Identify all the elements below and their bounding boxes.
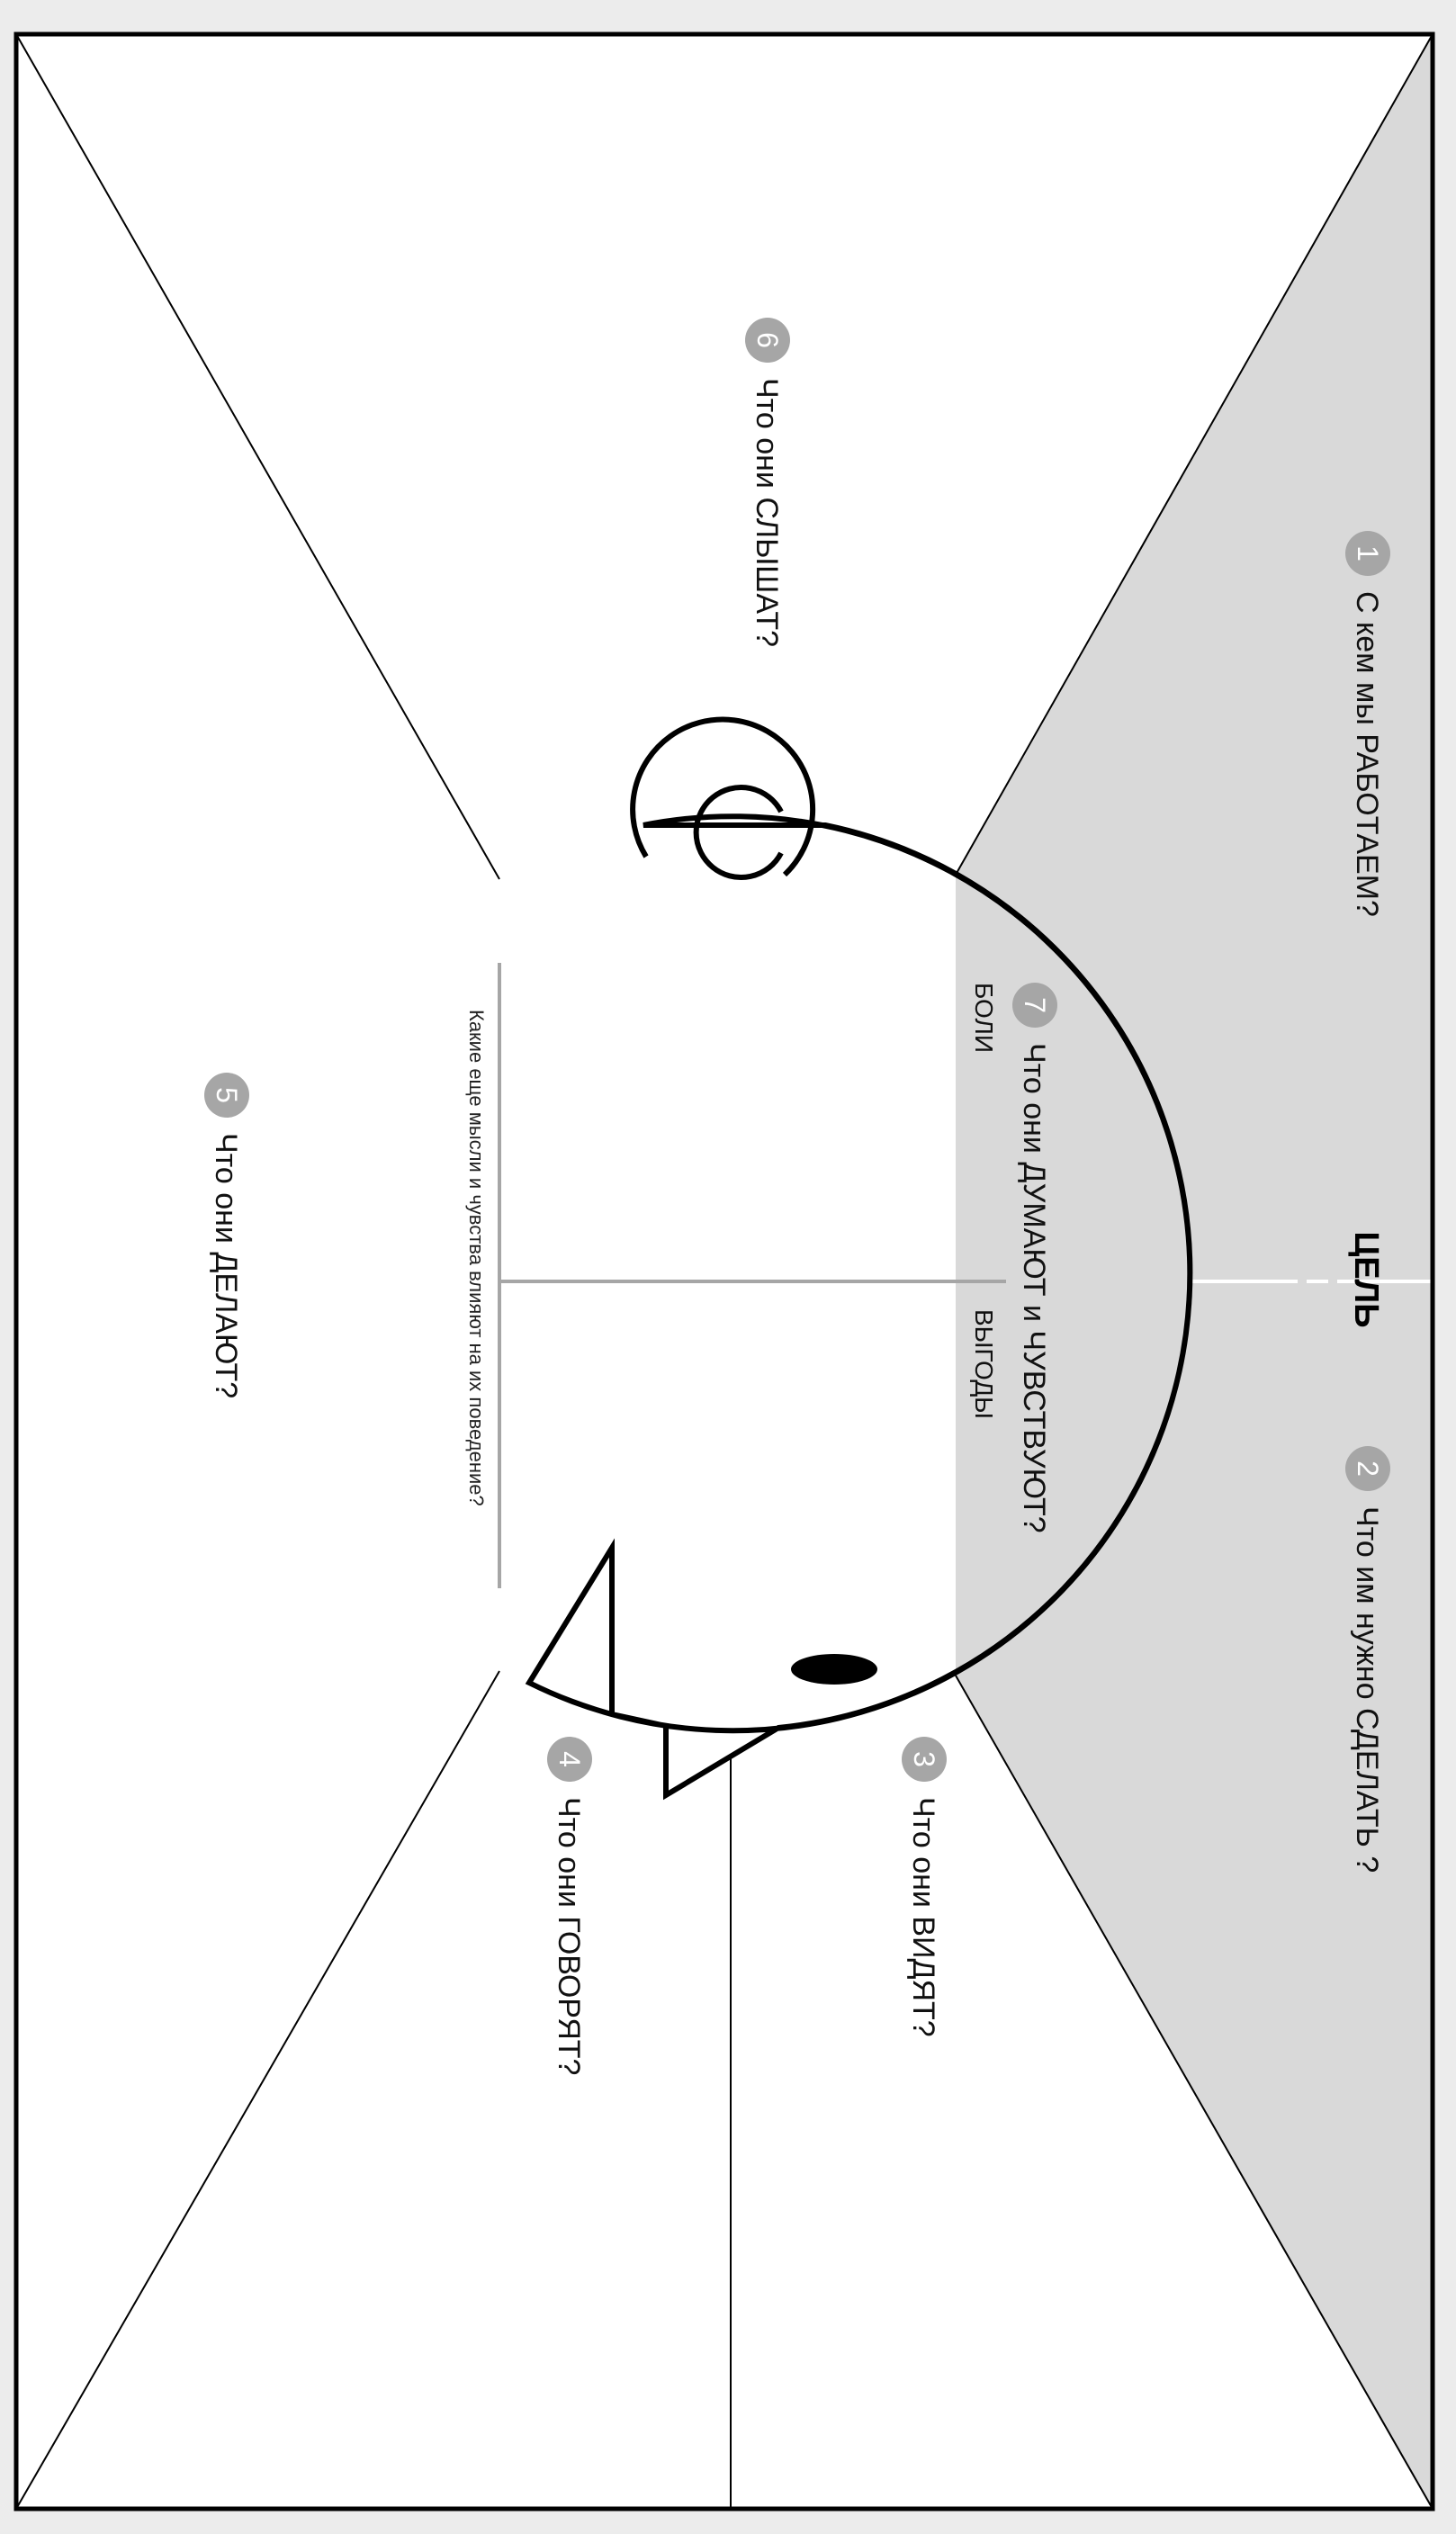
section-4-badge xyxy=(547,1737,592,1782)
section-3-number: 3 xyxy=(908,1751,940,1767)
pains-label-group: БОЛИ xyxy=(970,983,998,1053)
section-5-number: 5 xyxy=(211,1087,243,1103)
prompt-group: Какие еще мысли и чувства влияют на их п… xyxy=(465,1010,488,1506)
pains-label: БОЛИ xyxy=(970,983,998,1053)
gains-label-group: ВЫГОДЫ xyxy=(970,1309,998,1419)
section-5-badge xyxy=(204,1073,249,1118)
section-6-number: 6 xyxy=(751,332,784,348)
section-7-badge xyxy=(1012,983,1057,1028)
section-7-question: Что они ДУМАЮТ и ЧУВСТВУЮТ? xyxy=(1017,1043,1051,1533)
eye-icon xyxy=(791,1654,877,1685)
section-7-number: 7 xyxy=(1019,997,1051,1013)
section-5-label: 5 Что они ДЕЛАЮТ? xyxy=(204,1073,249,1398)
ear-outer xyxy=(630,716,816,877)
thoughts-feelings-prompt: Какие еще мысли и чувства влияют на их п… xyxy=(465,1010,488,1506)
page-frame xyxy=(13,31,1435,2512)
section-2-question: Что им нужно СДЕЛАТЬ ? xyxy=(1350,1506,1384,1873)
goal-label: ЦЕЛЬ xyxy=(1347,1231,1385,1327)
section-1-number: 1 xyxy=(1352,545,1384,562)
section-7-label: 7 Что они ДУМАЮТ и ЧУВСТВУЮТ? xyxy=(1012,983,1057,1533)
section-4-label: 4 Что они ГОВОРЯТ? xyxy=(547,1737,592,2075)
section-1-question: С кем мы РАБОТАЕМ? xyxy=(1350,591,1384,917)
section-1-badge xyxy=(1345,531,1390,576)
divider-top-right xyxy=(955,33,1434,876)
section-5-question: Что они ДЕЛАЮТ? xyxy=(209,1133,243,1398)
divider-bottom-right xyxy=(955,1675,1434,2510)
section-6-question: Что они СЛЫШАТ? xyxy=(750,378,784,647)
goal-region-shading xyxy=(956,34,1433,2509)
section-3-question: Что они ВИДЯТ? xyxy=(906,1797,940,2037)
section-3-badge xyxy=(902,1737,947,1782)
ear-inner xyxy=(693,785,784,880)
section-4-question: Что они ГОВОРЯТ? xyxy=(552,1797,586,2075)
section-2-label: 2 Что им нужно СДЕЛАТЬ ? xyxy=(1345,1446,1390,1873)
divider-top-left xyxy=(15,33,500,880)
head-outline xyxy=(525,813,1193,1801)
section-1-label: 1 С кем мы РАБОТАЕМ? xyxy=(1345,531,1390,917)
divider-bottom-left xyxy=(15,1670,500,2510)
goal-label-group: ЦЕЛЬ xyxy=(1347,1231,1385,1327)
section-6-label: 6 Что они СЛЫШАТ? xyxy=(745,318,790,647)
section-6-badge xyxy=(745,318,790,363)
section-3-label: 3 Что они ВИДЯТ? xyxy=(902,1737,947,2037)
section-2-badge xyxy=(1345,1446,1390,1491)
section-4-number: 4 xyxy=(553,1751,586,1767)
section-2-number: 2 xyxy=(1352,1460,1384,1477)
gains-label: ВЫГОДЫ xyxy=(970,1309,998,1419)
